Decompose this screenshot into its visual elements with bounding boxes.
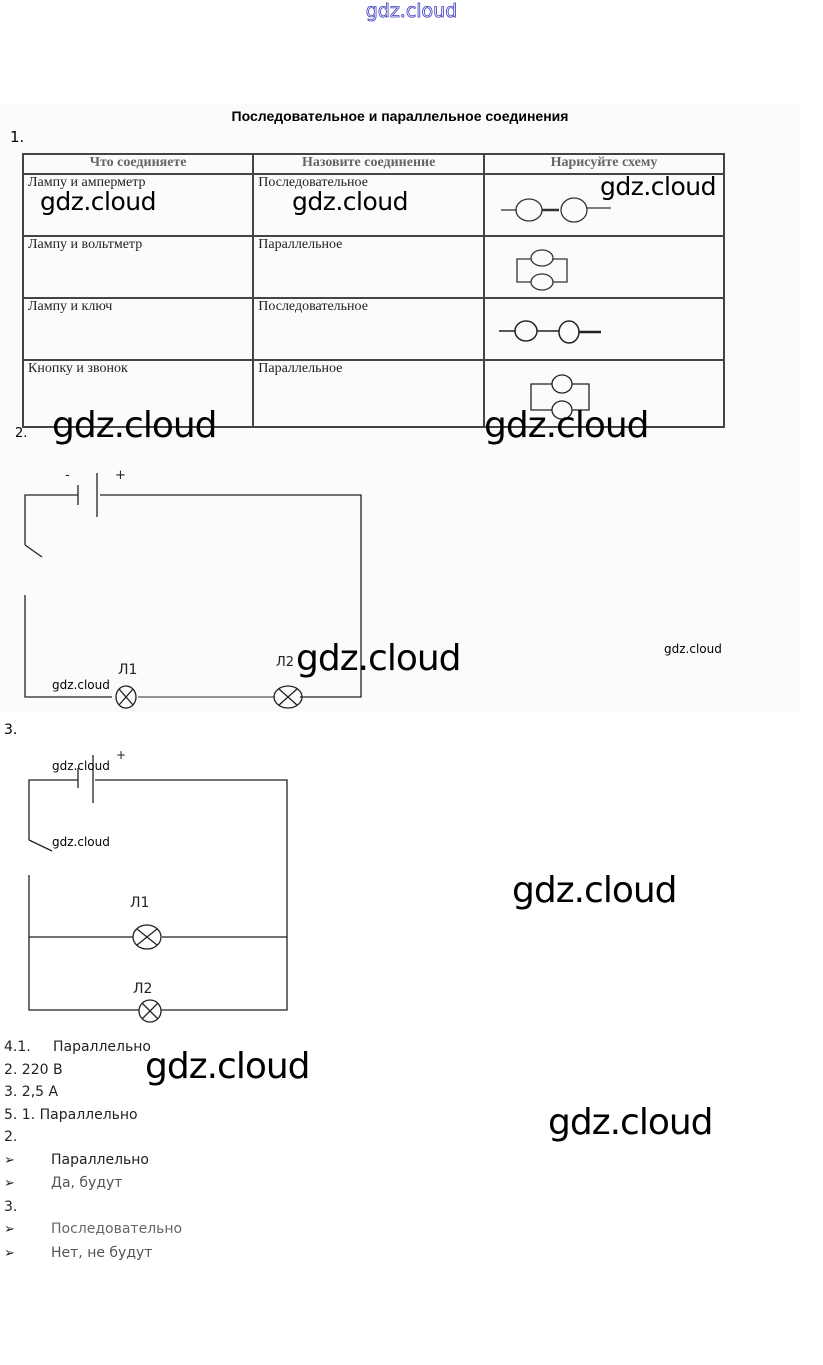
battery-plus-label: +: [115, 468, 126, 483]
table-header-row: Что соединяете Назовите соединение Нарис…: [21, 153, 725, 175]
cell-what: Лампу и ключ: [21, 297, 255, 361]
answer-table: Что соединяете Назовите соединение Нарис…: [21, 153, 725, 428]
bullet-item: ➢ Параллельно: [4, 1149, 182, 1173]
arrow-bullet-icon: ➢: [4, 1245, 15, 1261]
lamp-2-label: Л2: [133, 981, 153, 997]
answers-list: 4.1. Параллельно 2. 220 В 3. 2,5 А 5. 1.…: [4, 1036, 182, 1265]
wire: [24, 595, 112, 698]
lamp-2-icon: [138, 999, 162, 1023]
arrow-bullet-icon: ➢: [4, 1222, 15, 1237]
battery-plus-label: +: [116, 748, 127, 762]
answer-line: 2. 220 В: [4, 1061, 63, 1078]
watermark: gdz.cloud: [484, 405, 650, 446]
task-1-number: 1.: [10, 128, 25, 146]
watermark: gdz.cloud: [52, 405, 218, 446]
battery-minus-label: -: [65, 468, 70, 483]
page-title: Последовательное и параллельное соединен…: [231, 108, 569, 124]
task-3-number: 3.: [4, 722, 18, 738]
answer-line: 4.1. Параллельно: [4, 1039, 151, 1055]
cell-connection: Последовательное: [252, 173, 485, 237]
arrow-bullet-icon: ➢: [4, 1176, 15, 1191]
lamp-1-icon: [115, 685, 137, 709]
cell-connection: Последовательное: [252, 297, 485, 361]
watermark: gdz.cloud: [292, 187, 409, 216]
header-scheme: Нарисуйте схему: [483, 153, 725, 175]
answer-line: 3. 2,5 А: [4, 1084, 59, 1100]
answer-line: 5. 1. Параллельно: [4, 1106, 138, 1123]
cell-scheme: [483, 359, 725, 428]
task-2-number: 2.: [15, 426, 28, 441]
cell-what: Кнопку и звонок: [21, 359, 255, 428]
parallel-scheme-icon: [530, 374, 590, 420]
cell-what: Лампу и вольтметр: [21, 235, 255, 299]
parallel-circuit-diagram: [28, 755, 288, 1023]
lamp-1-icon: [132, 924, 162, 950]
table-row: Кнопку и звонок Параллельное: [21, 359, 725, 428]
lamp-2-icon: [273, 685, 303, 709]
lamp-2-label: Л2: [276, 655, 295, 670]
watermark: gdz.cloud: [52, 759, 110, 773]
wire: [95, 779, 288, 1011]
bullet-text: Нет, не будут: [51, 1244, 153, 1261]
header-connection: Назовите соединение: [252, 153, 485, 175]
table-row: Лампу и вольтметр Параллельное: [21, 235, 725, 299]
answer-line: 2.: [4, 1129, 18, 1145]
table-row: Лампу и ключ Последовательное: [21, 297, 725, 361]
watermark: gdz.cloud: [296, 638, 462, 679]
watermark: gdz.cloud: [600, 172, 717, 201]
site-watermark: gdz.cloud: [365, 0, 458, 22]
cell-connection: Параллельное: [252, 235, 485, 299]
wire: [28, 875, 139, 1011]
bullet-item: ➢ Последовательно: [4, 1218, 182, 1242]
lamp-1-label: Л1: [118, 662, 138, 678]
cell-what: Лампу и амперметр: [21, 173, 255, 237]
bullet-item: ➢ Да, будут: [4, 1172, 182, 1196]
switch-blade: [28, 839, 53, 852]
watermark: gdz.cloud: [40, 187, 157, 216]
cell-scheme: [483, 297, 725, 361]
series-scheme-icon: [499, 320, 601, 344]
watermark: gdz.cloud: [145, 1046, 311, 1087]
bullet-text: Последовательно: [51, 1221, 183, 1237]
bullet-item: ➢ Нет, не будут: [4, 1242, 182, 1266]
cell-scheme: [483, 173, 725, 237]
watermark: gdz.cloud: [52, 835, 110, 849]
watermark: gdz.cloud: [52, 678, 110, 692]
wire: [100, 494, 362, 698]
watermark: gdz.cloud: [548, 1102, 714, 1143]
parallel-scheme-icon: [516, 249, 568, 291]
switch-blade: [24, 544, 43, 558]
wire: [24, 494, 78, 545]
arrow-bullet-icon: ➢: [4, 1152, 15, 1168]
cell-scheme: [483, 235, 725, 299]
table-row: Лампу и амперметр Последовательное: [21, 173, 725, 237]
watermark: gdz.cloud: [664, 642, 722, 656]
series-scheme-icon: [501, 197, 611, 223]
bullet-text: Параллельно: [51, 1151, 149, 1168]
answer-line: 3.: [4, 1198, 18, 1215]
series-circuit-diagram: [24, 473, 362, 709]
bullet-text: Да, будут: [51, 1175, 123, 1191]
wire: [28, 779, 78, 840]
lamp-1-label: Л1: [130, 895, 150, 911]
cell-connection: Параллельное: [252, 359, 485, 428]
watermark: gdz.cloud: [512, 870, 678, 911]
header-what: Что соединяете: [21, 153, 255, 175]
